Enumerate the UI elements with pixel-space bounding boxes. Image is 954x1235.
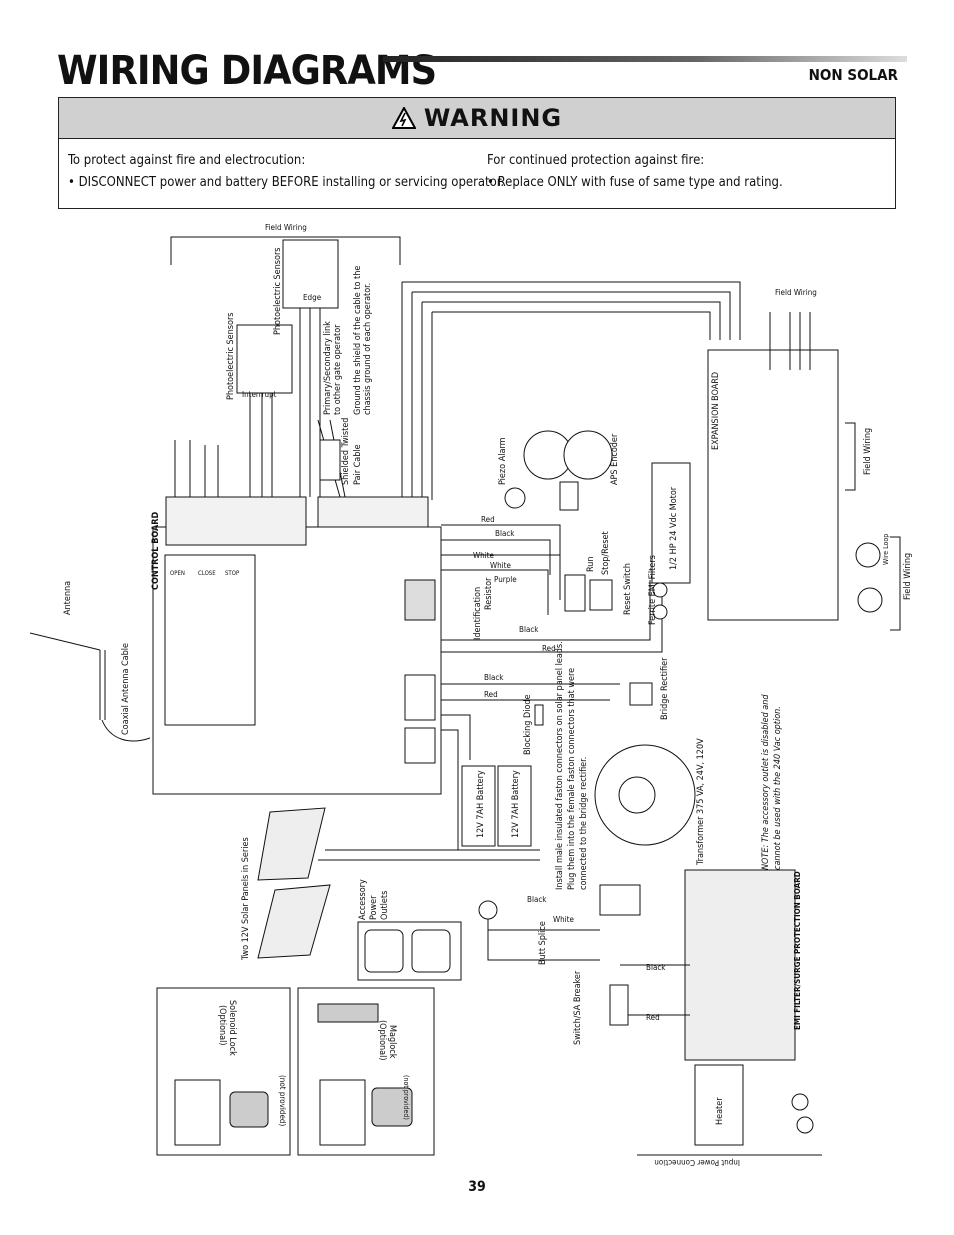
electric-hazard-icon <box>391 107 416 129</box>
wire-red-4: Red <box>646 1013 660 1022</box>
wire-black-2: Black <box>519 625 539 634</box>
warning-left-bullet: • DISCONNECT power and battery BEFORE in… <box>68 175 505 190</box>
expansion-board-label: EXPANSION BOARD <box>711 372 721 450</box>
wire-black-3: Black <box>484 673 504 682</box>
photo-sensors-edge-label: Photoelectric Sensors <box>273 247 283 335</box>
warning-left: To protect against fire and electrocutio… <box>68 150 504 194</box>
piezo-label: Piezo Alarm <box>498 437 508 485</box>
accessory-label-2: Power <box>369 895 379 920</box>
wire-purple-1: Purple <box>494 575 517 584</box>
breaker-label: Switch/SA Breaker <box>573 970 583 1045</box>
note-label-2: cannot be used with the 240 Vac option. <box>773 706 783 870</box>
not-provided-label: (not provided) <box>278 1075 287 1126</box>
photo-sensors-interrupt-label: Photoelectric Sensors <box>226 312 236 400</box>
primary-link-label-2: to other gate operator <box>333 324 343 415</box>
interrupt-label: Interrrupt <box>242 390 277 399</box>
wire-black-5: Black <box>646 963 666 972</box>
input-power-label: Input Power Connection <box>654 1158 740 1167</box>
warning-left-intro: To protect against fire and electrocutio… <box>68 153 306 168</box>
warning-right-bullet: • Replace ONLY with fuse of same type an… <box>487 175 783 190</box>
note-label-1: NOTE: The accessory outlet is disabled a… <box>761 694 771 870</box>
accessory-label-3: Outlets <box>380 891 390 920</box>
wire-red-2: Red <box>542 644 556 653</box>
install-note-3: connected to the bridge rectifier. <box>579 757 589 890</box>
bridge-rectifier-label: Bridge Rectifier <box>660 657 670 720</box>
warning-right: For continued protection against fire: •… <box>487 150 783 194</box>
battery-label-1: 12V 7AH Battery <box>476 770 486 838</box>
shielded-cable-label-1: Shielded Twisted <box>341 418 351 485</box>
control-btn-open: OPEN <box>170 570 185 577</box>
wire-white-1: White <box>473 551 495 560</box>
shielded-cable-label-2: Pair Cable <box>353 444 363 485</box>
control-btn-close: CLOSE <box>198 570 216 577</box>
not-provided-2-label: (not provided) <box>402 1075 410 1120</box>
wire-red-1: Red <box>481 515 495 524</box>
reset-switch-label: Reset Switch <box>623 563 633 615</box>
wire-loop-label: Wire Loop <box>882 534 890 565</box>
ident-resistor-label-2: Resistor <box>484 577 494 610</box>
install-note-2: Plug them into the female faston connect… <box>567 668 577 890</box>
primary-link-label-1: Primary/Secondary link <box>323 321 333 415</box>
solar-panels-label: Two 12V Solar Panels in Series <box>241 837 251 961</box>
stop-reset-label: Stop/Reset <box>601 531 611 575</box>
antenna-label: Antenna <box>63 581 73 615</box>
emi-board-label: EMI FILTER/SURGE PROTECTION BOARD <box>793 871 802 1030</box>
wire-black-4: Black <box>527 895 547 904</box>
blocking-diode-label: Blocking Diode <box>523 694 533 755</box>
section-subtitle: NON SOLAR <box>808 66 898 84</box>
control-btn-stop: STOP <box>225 570 240 577</box>
install-note-1: Install male insulated faston connectors… <box>555 641 565 890</box>
wire-white-3: White <box>553 915 575 924</box>
solenoid-label-2: (Optional) <box>217 1005 227 1046</box>
maglock-label-2: (Optional) <box>377 1020 387 1061</box>
motor-label: 1/2 HP 24 Vdc Motor <box>669 486 679 570</box>
ground-shield-label-1: Ground the shield of the cable to the <box>353 266 363 415</box>
field-wiring-side2-label: Field Wiring <box>903 553 913 600</box>
heater-label: Heater <box>715 1097 725 1125</box>
control-board-label: CONTROL BOARD <box>151 511 161 590</box>
title-rule <box>383 56 907 62</box>
edge-label: Edge <box>303 293 322 302</box>
field-wiring-side-label: Field Wiring <box>863 428 873 475</box>
warning-heading: WARNING <box>423 104 563 132</box>
field-wiring-label: Field Wiring <box>265 223 307 232</box>
wire-red-3: Red <box>484 690 498 699</box>
transformer-label: Transformer 375 VA, 24V, 120V <box>696 738 706 866</box>
maglock-label-1: Maglock <box>387 1025 397 1059</box>
coax-label: Coaxial Antenna Cable <box>121 643 131 735</box>
warning-right-intro: For continued protection against fire: <box>487 153 705 168</box>
butt-splice-label: Butt Splice <box>538 921 548 965</box>
ident-resistor-label-1: Identification <box>473 587 483 640</box>
solenoid-label-1: Solenoid Lock <box>227 1000 237 1056</box>
warning-header: WARNING <box>59 98 895 139</box>
wiring-diagram: Field Wiring Edge Interrrupt Field Wirin… <box>29 223 913 1167</box>
ferrite-label: Ferrite EMI Filters <box>648 555 658 625</box>
accessory-label-1: Accessory <box>358 879 368 920</box>
ground-shield-label-2: chassis ground of each operator. <box>363 283 373 415</box>
run-label: Run <box>586 557 596 573</box>
warning-box: WARNING To protect against fire and elec… <box>58 97 896 209</box>
field-wiring-right-label: Field Wiring <box>775 288 817 297</box>
wire-white-2: White <box>490 561 512 570</box>
aps-encoder-label: APS Encoder <box>610 433 620 485</box>
page-title: WIRING DIAGRAMS <box>57 48 437 94</box>
wire-black-1: Black <box>495 529 515 538</box>
battery-label-2: 12V 7AH Battery <box>511 770 521 838</box>
page-number: 39 <box>468 1179 486 1195</box>
